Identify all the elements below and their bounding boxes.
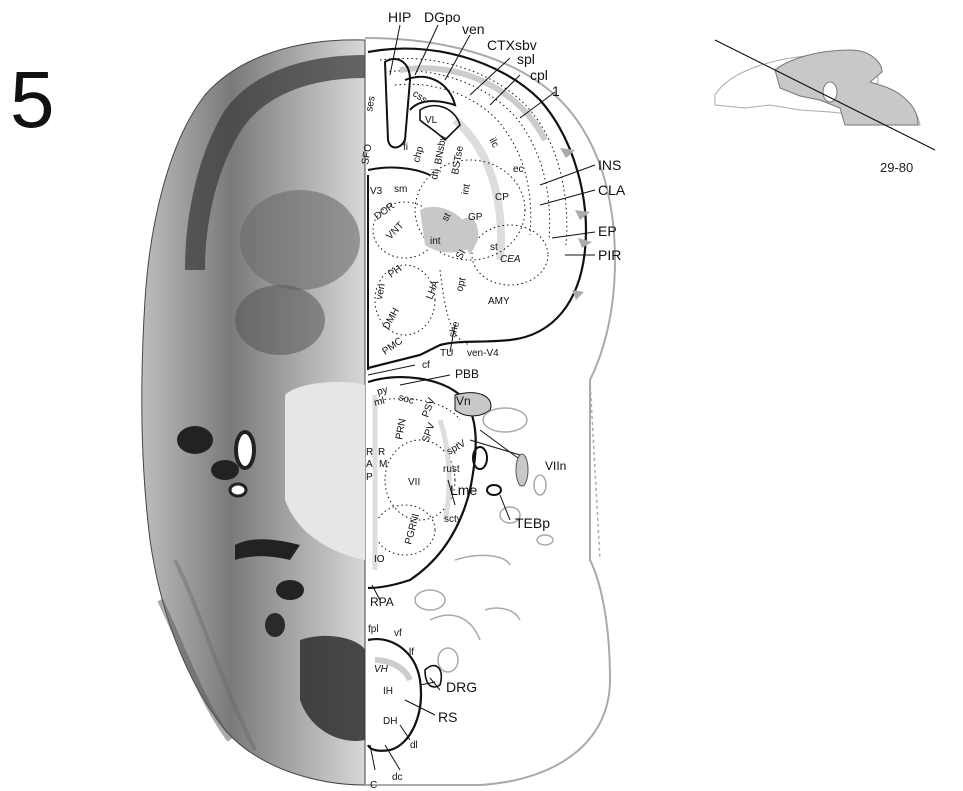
label-RPA: RPA xyxy=(370,595,394,609)
label-Vn: Vn xyxy=(456,394,471,408)
label-PGRNl: PGRNl xyxy=(403,513,422,546)
label-VIIn: VIIn xyxy=(545,459,566,473)
label-ilc: ilc xyxy=(486,136,500,150)
label-st-lower: st xyxy=(490,242,498,253)
label-vf: vf xyxy=(394,628,402,639)
label-LHA: LHA xyxy=(424,279,441,301)
label-PIR: PIR xyxy=(598,247,621,263)
label-VH: VH xyxy=(374,664,389,675)
label-BSTse: BSTse xyxy=(450,145,466,176)
label-PSV: PSV xyxy=(420,396,437,419)
label-IH: IH xyxy=(383,686,393,697)
label-PRN: PRN xyxy=(394,418,409,441)
label-fi: fi xyxy=(403,142,408,153)
label-R: R xyxy=(378,447,385,458)
label-IO: IO xyxy=(374,554,385,565)
label-AMY: AMY xyxy=(488,296,510,307)
label-ven: ven xyxy=(462,21,485,37)
label-R2: R xyxy=(366,447,373,458)
label-ec: ec xyxy=(513,164,524,175)
labels-hindbrain: PBB py ml soc PSV Vn PRN SPV R M A P R s… xyxy=(366,367,566,609)
label-chp: chp xyxy=(411,145,426,164)
label-DGpo: DGpo xyxy=(424,9,461,25)
label-sctv: sctv xyxy=(444,514,462,525)
label-cpl: cpl xyxy=(530,67,548,83)
label-SPV: SPV xyxy=(420,421,437,444)
label-VNT: VNT xyxy=(384,220,406,242)
label-she: she xyxy=(447,320,462,339)
label-TU: TU xyxy=(440,348,453,359)
label-HIP: HIP xyxy=(388,9,411,25)
label-DMH: DMH xyxy=(381,306,402,331)
label-PH: PH xyxy=(386,263,404,280)
label-css: css xyxy=(410,88,429,106)
label-PMC: PMC xyxy=(380,336,405,358)
tissue-photo xyxy=(142,40,365,785)
label-ven-lower: ven xyxy=(374,283,388,301)
label-cf: cf xyxy=(422,360,430,371)
label-C: C xyxy=(370,780,377,791)
label-sm: sm xyxy=(394,184,407,195)
label-VL: VL xyxy=(425,115,438,126)
label-int-upper: int xyxy=(460,183,473,196)
label-CP: CP xyxy=(495,192,509,203)
label-RS: RS xyxy=(438,709,457,725)
label-ses: ses xyxy=(364,95,378,112)
label-int-lower: int xyxy=(430,236,441,247)
label-dl: dl xyxy=(410,740,418,751)
label-VII: VII xyxy=(408,477,420,488)
label-sptV: sptV xyxy=(445,438,468,458)
label-P: P xyxy=(366,472,373,483)
label-DOR: DOR xyxy=(372,201,397,223)
label-layer-1: 1 xyxy=(552,83,560,99)
label-fpl: fpl xyxy=(368,624,379,635)
label-ven-V4: ven-V4 xyxy=(467,348,499,359)
label-INS: INS xyxy=(598,157,621,173)
labels-spinal: fpl vf VH lf DRG IH RS DH dl dc C xyxy=(368,624,477,791)
label-lf: lf xyxy=(409,647,414,658)
label-TEBp: TEBp xyxy=(515,515,550,531)
label-GP: GP xyxy=(468,212,483,223)
label-SFO: SFO xyxy=(360,143,374,165)
label-PBB: PBB xyxy=(455,367,479,381)
label-dtj: dtj xyxy=(429,168,442,180)
label-DRG: DRG xyxy=(446,679,477,695)
label-Lme: Lme xyxy=(450,482,477,498)
label-opt: opt xyxy=(454,276,468,292)
label-BNsbv: BNsbv xyxy=(433,135,449,166)
label-rust: rust xyxy=(443,464,460,475)
label-CLA: CLA xyxy=(598,182,626,198)
label-A: A xyxy=(366,459,373,470)
sagittal-inset xyxy=(715,40,935,150)
label-spl: spl xyxy=(517,51,535,67)
label-DH: DH xyxy=(383,716,397,727)
label-EP: EP xyxy=(598,223,617,239)
label-soc: soc xyxy=(397,392,415,407)
label-V3: V3 xyxy=(370,186,383,197)
label-CEA: CEA xyxy=(500,254,521,265)
label-ml: ml xyxy=(373,396,386,409)
label-dc: dc xyxy=(392,772,403,783)
label-M: M xyxy=(379,459,387,470)
